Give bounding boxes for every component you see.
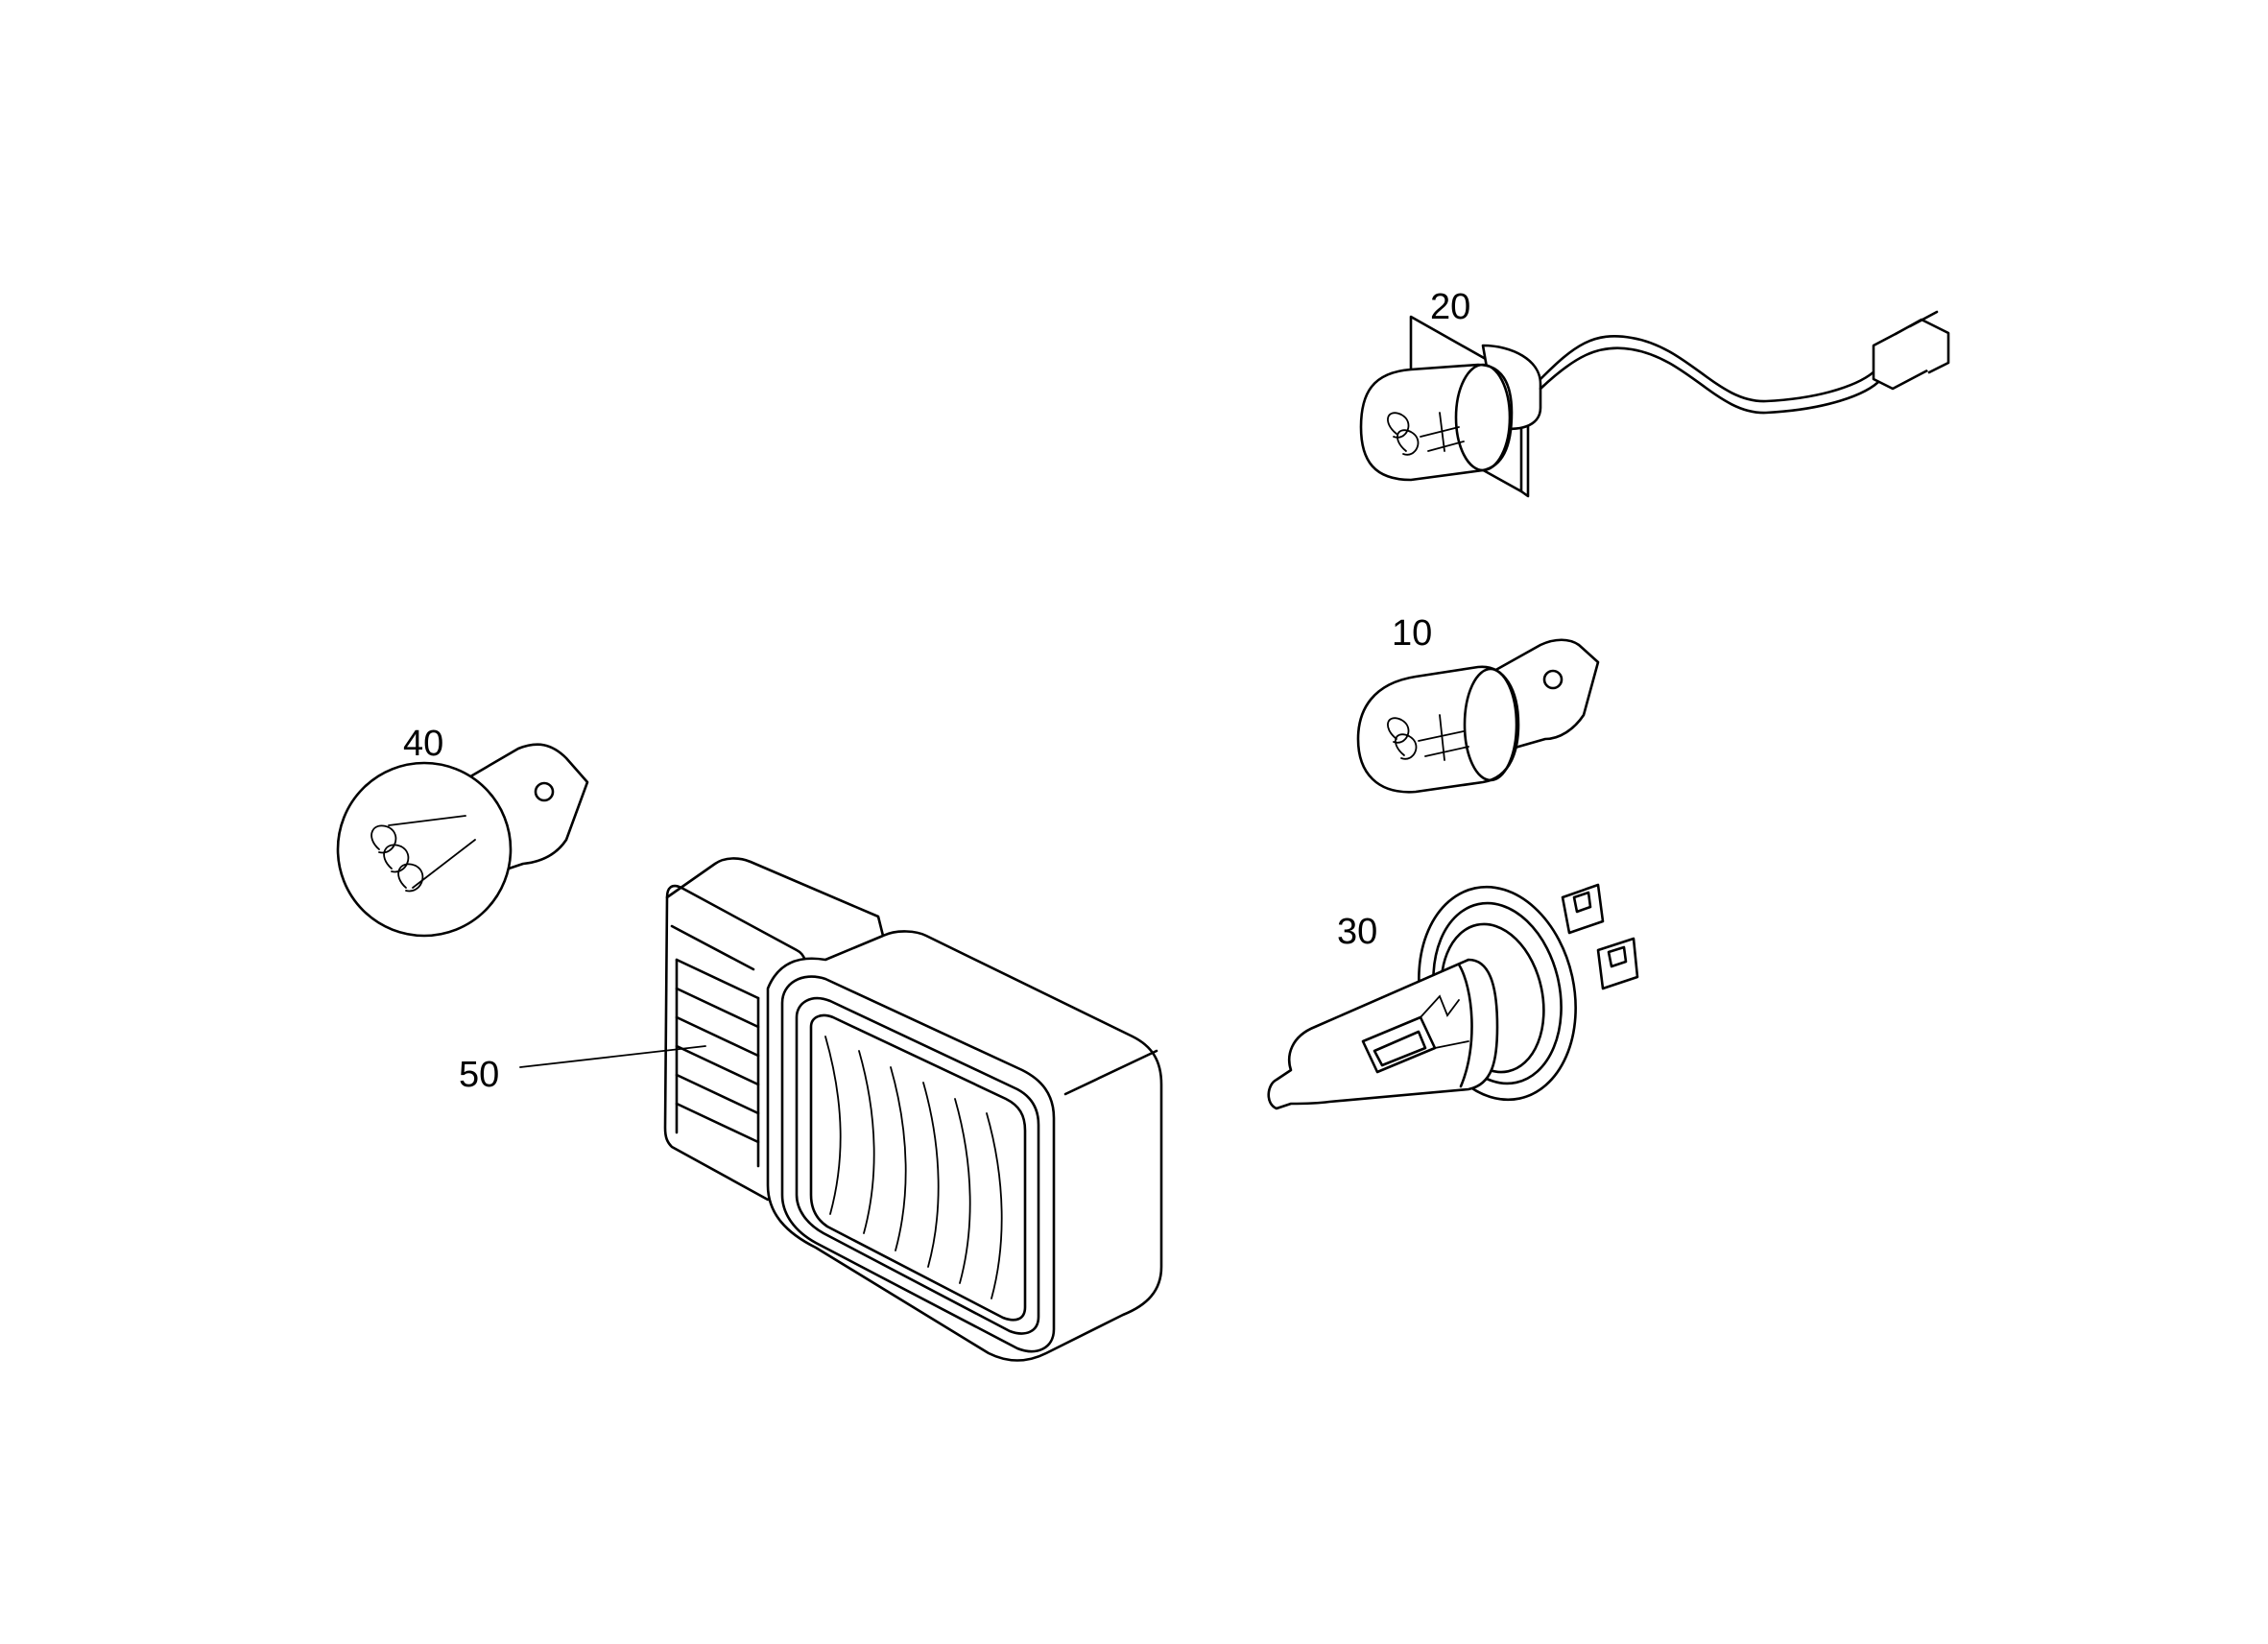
part-50-lens [809,1013,1027,1322]
part-20-wired-bulb[interactable] [1359,310,1950,498]
part-40-globe [336,761,513,938]
label-part-30: 30 [1337,912,1377,952]
label-part-40: 40 [403,724,443,764]
part-50-bezel [780,975,1056,1353]
leader-line-part-50 [519,1045,706,1068]
part-10-bulb-glass [1356,665,1520,794]
part-30-halogen-bulb[interactable] [1267,872,1639,1114]
label-part-50: 50 [459,1055,499,1095]
part-50-work-lamp[interactable] [663,857,1163,1362]
label-part-10: 10 [1392,613,1432,654]
part-10-bayonet-bulb[interactable] [1356,638,1600,794]
part-40-round-bulb[interactable] [336,743,589,938]
label-part-20: 20 [1430,287,1470,327]
part-20-bulb-glass [1359,363,1514,482]
